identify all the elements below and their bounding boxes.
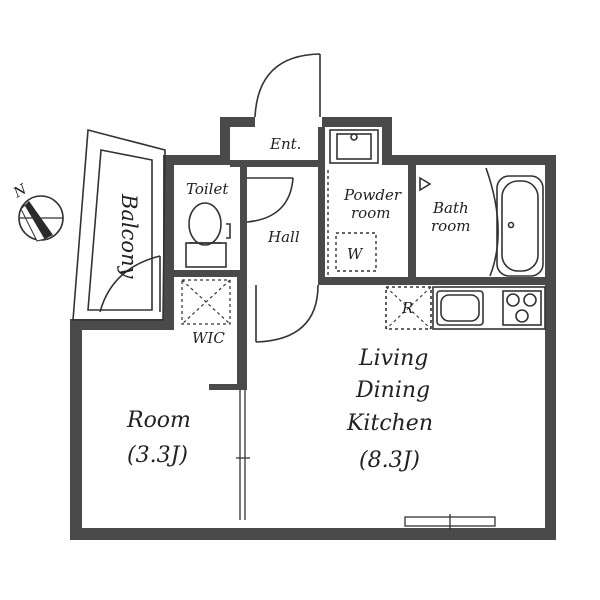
- wic-box: [181, 279, 231, 325]
- ldk-door: [255, 284, 319, 343]
- room-labels: Ent. Toilet Hall Powder room W Bath room…: [117, 135, 470, 473]
- wall-room-divider: [237, 332, 247, 390]
- kitchen-sink-outer: [436, 290, 484, 326]
- fridge-box: [385, 286, 432, 330]
- wall-top-powder: [322, 117, 392, 127]
- wall-top-bath: [392, 155, 556, 165]
- wall-ldk-top: [318, 277, 555, 285]
- label-fridge: R: [401, 299, 413, 317]
- label-powder-2: room: [351, 204, 390, 222]
- balcony-rail-inner: [87, 149, 153, 311]
- label-room: Room: [126, 408, 191, 433]
- wall-top-entry: [220, 117, 255, 127]
- wall-top-powder-step: [382, 117, 392, 165]
- entry-sink: [329, 129, 379, 164]
- label-powder-1: Powder: [343, 186, 402, 204]
- bathtub-drain: [507, 221, 515, 229]
- balcony: [72, 128, 166, 321]
- compass-needle-light: [20, 204, 46, 242]
- compass: N: [10, 181, 64, 242]
- ldk-window: [404, 514, 496, 530]
- powder-room-fixtures: [327, 170, 377, 275]
- entry-sink-outer: [329, 129, 379, 164]
- ldk-door-swing: [255, 284, 319, 343]
- kitchen-sink-inner: [440, 294, 480, 322]
- entry-sink-inner: [336, 133, 372, 160]
- label-hall: Hall: [267, 228, 300, 246]
- toilet-fixture: [185, 202, 231, 268]
- wall-room-stub: [209, 384, 247, 390]
- label-room-size: (3.3J): [127, 443, 188, 468]
- label-ldk-1: Living: [358, 346, 428, 371]
- label-toilet: Toilet: [186, 180, 229, 198]
- fridge-diag-2: [385, 286, 432, 330]
- bath-door-arc: [485, 167, 499, 277]
- wall-wic-right: [237, 277, 247, 332]
- bathtub-outer: [496, 175, 544, 277]
- balcony-door-swing: [99, 255, 161, 313]
- toilet-bowl: [188, 202, 222, 246]
- stove-burner-2: [523, 293, 537, 307]
- wall-hall-left: [240, 167, 247, 285]
- stove-burner-3: [515, 309, 529, 323]
- wall-left: [70, 326, 82, 540]
- wic-diag-2: [181, 279, 231, 325]
- label-ldk-3: Kitchen: [346, 411, 433, 436]
- stove-burner-1: [506, 293, 520, 307]
- wall-toilet-left: [163, 155, 174, 330]
- balcony-rail-outer: [72, 128, 166, 321]
- entry-sink-dot: [350, 133, 358, 141]
- toilet-handle: [226, 223, 231, 239]
- entrance-door: [254, 53, 321, 118]
- hall-door-swing: [246, 177, 294, 223]
- wall-entry-left: [220, 117, 230, 165]
- walls: [70, 117, 556, 540]
- bathtub-inner: [501, 180, 539, 272]
- label-balcony: Balcony: [117, 193, 141, 280]
- washer-box: [335, 232, 377, 272]
- wall-entry-inner: [230, 160, 325, 167]
- stove-box: [502, 290, 542, 326]
- wall-powder-left: [318, 127, 325, 277]
- wall-top-toilet: [163, 155, 230, 165]
- kitchen-fixtures: [385, 286, 546, 330]
- wall-bottom: [70, 528, 556, 540]
- label-entrance: Ent.: [269, 135, 301, 153]
- hall-door: [246, 177, 294, 223]
- wall-powder-right: [408, 165, 416, 282]
- label-washer: W: [347, 245, 364, 263]
- label-bath-2: room: [431, 217, 470, 235]
- wall-right: [545, 155, 556, 540]
- kitchen-counter: [432, 286, 546, 330]
- label-ldk-2: Dining: [355, 378, 430, 403]
- bath-fixtures: [419, 167, 544, 277]
- bath-vent-mark: [419, 176, 432, 192]
- entrance-door-swing: [254, 53, 321, 118]
- wic-fixtures: [181, 279, 231, 325]
- toilet-tank: [185, 242, 227, 268]
- compass-needle-dark: [25, 201, 53, 239]
- label-bath-1: Bath: [432, 199, 469, 217]
- wall-room-top: [70, 319, 174, 330]
- wall-hall-bottom: [174, 270, 247, 277]
- label-wic: WIC: [192, 329, 225, 347]
- label-ldk-size: (8.3J): [359, 448, 420, 473]
- sliding-partition: [236, 390, 250, 520]
- compass-label: N: [10, 181, 30, 202]
